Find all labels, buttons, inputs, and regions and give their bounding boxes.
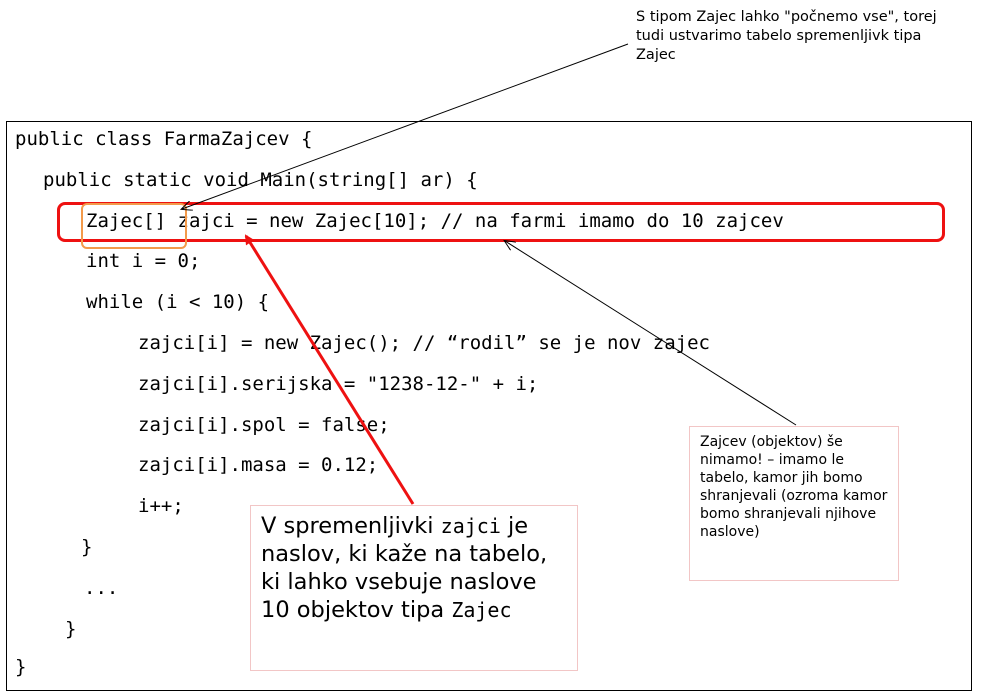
- type-highlight: [81, 203, 187, 249]
- code-line-14: }: [15, 656, 27, 678]
- code-line-11: }: [81, 536, 93, 558]
- arrow-big-note: [244, 234, 415, 505]
- code-line-10: i++;: [138, 495, 184, 517]
- note-big: V spremenljivki zajci je naslov, ki kaže…: [250, 505, 578, 671]
- code-line-6: zajci[i] = new Zajec(); // “rodil” se je…: [138, 332, 710, 354]
- arrow-top-note: [182, 43, 629, 209]
- code-line-3: Zajec[] zajci = new Zajec[10]; // na far…: [86, 210, 784, 232]
- note-right: Zajcev (objektov) še nimamo! – imamo le …: [689, 426, 899, 581]
- code-line-8: zajci[i].spol = false;: [138, 414, 390, 436]
- note-big-text-2: je naslov, ki kaže na tabelo, ki lahko v…: [261, 513, 548, 623]
- arrow-right-note: [505, 241, 797, 426]
- code-line-7: zajci[i].serijska = "1238-12-" + i;: [138, 373, 539, 395]
- note-top: S tipom Zajec lahko "počnemo vse", torej…: [636, 9, 937, 63]
- code-line-5: while (i < 10) {: [86, 291, 270, 313]
- code-line-2: public static void Main(string[] ar) {: [43, 169, 478, 191]
- note-big-code-2: Zajec: [451, 598, 512, 622]
- code-line-1: public class FarmaZajcev {: [15, 128, 313, 150]
- code-line-12: ...: [84, 577, 119, 599]
- note-big-text-1: V spremenljivki: [261, 513, 441, 539]
- code-line-13: }: [65, 618, 77, 640]
- code-line-9: zajci[i].masa = 0.12;: [138, 454, 379, 476]
- code-line-4: int i = 0;: [86, 250, 201, 272]
- line-highlight: [57, 202, 945, 242]
- note-big-code-1: zajci: [440, 514, 501, 538]
